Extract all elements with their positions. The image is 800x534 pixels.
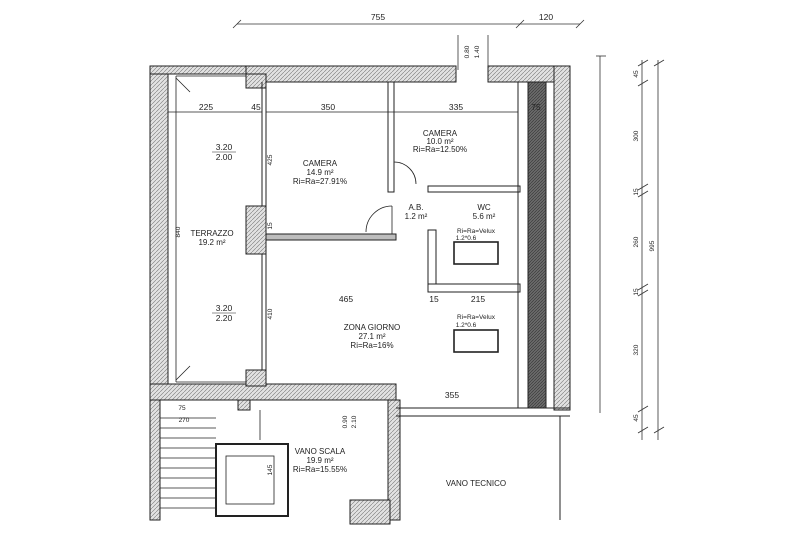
- top-dimension-lines: [232, 19, 585, 70]
- dim-350: 350: [321, 102, 335, 112]
- dimension-labels: 755 120 0.80 1.40 45 300 15 260 995 15 3…: [175, 12, 656, 475]
- exterior-walls: [149, 65, 571, 525]
- dim-270: 270: [179, 417, 190, 424]
- dim-top-120: 120: [539, 12, 553, 22]
- room-vano-tecnico-name: VANO TECNICO: [446, 479, 506, 488]
- dim-right-45a: 45: [633, 70, 640, 78]
- velux-window-1: [453, 241, 499, 265]
- room-vano-tecnico: VANO TECNICO: [446, 479, 506, 488]
- room-zona-giorno-name: ZONA GIORNO: [344, 323, 400, 332]
- room-camera-1-name: CAMERA: [303, 159, 338, 168]
- dim-right-15b: 15: [633, 288, 640, 296]
- room-ab: A.B. 1.2 m²: [405, 203, 428, 221]
- room-camera-2: CAMERA 10.0 m² Ri=Ra=12.50%: [413, 129, 467, 154]
- interior-walls: [261, 81, 570, 520]
- velux-1-size: 1.2*0.6: [456, 235, 477, 242]
- right-dimension-lines: [596, 55, 665, 440]
- dim-225: 225: [199, 102, 213, 112]
- dim-75: 75: [531, 102, 541, 112]
- dim-425: 425: [267, 154, 274, 165]
- dim-top-080: 0.80: [464, 45, 471, 58]
- room-zona-giorno-area: 27.1 m²: [358, 332, 385, 341]
- dim-335: 335: [449, 102, 463, 112]
- dim-75b: 75: [178, 405, 186, 412]
- room-vano-scala-name: VANO SCALA: [295, 447, 346, 456]
- room-ab-area: 1.2 m²: [405, 212, 428, 221]
- dim-15b: 15: [429, 294, 439, 304]
- room-wc-area: 5.6 m²: [473, 212, 496, 221]
- room-zona-giorno-ratio: Ri=Ra=16%: [350, 341, 393, 350]
- room-zona-giorno: ZONA GIORNO 27.1 m² Ri=Ra=16%: [344, 323, 400, 350]
- dim-15: 15: [267, 222, 274, 230]
- dim-45: 45: [251, 102, 261, 112]
- staircase: [159, 410, 289, 520]
- dim-right-995: 995: [649, 240, 656, 251]
- dim-145: 145: [267, 464, 274, 475]
- room-vano-scala: VANO SCALA 19.9 m² Ri=Ra=15.55%: [293, 447, 347, 474]
- velux-labels: Ri=Ra=Velux 1.2*0.6 Ri=Ra=Velux 1.2*0.6: [456, 228, 496, 329]
- door-camera2[interactable]: [393, 161, 417, 185]
- room-wc: WC 5.6 m²: [473, 203, 496, 221]
- window2-bottom: 2.20: [216, 313, 233, 323]
- dim-right-45b: 45: [633, 414, 640, 422]
- dim-right-300: 300: [633, 130, 640, 141]
- velux-2-label: Ri=Ra=Velux: [457, 314, 496, 321]
- dim-210: 2.10: [351, 415, 358, 428]
- room-terrazzo: TERRAZZO 19.2 m²: [190, 229, 233, 247]
- dim-right-260: 260: [633, 236, 640, 247]
- room-wc-name: WC: [477, 203, 491, 212]
- velux-1-label: Ri=Ra=Velux: [457, 228, 496, 235]
- dim-right-15a: 15: [633, 188, 640, 196]
- dim-465: 465: [339, 294, 353, 304]
- room-camera-2-ratio: Ri=Ra=12.50%: [413, 145, 467, 154]
- room-vano-scala-area: 19.9 m²: [306, 456, 333, 465]
- window-labels: 3.20 2.00 3.20 2.20: [212, 142, 236, 323]
- room-camera-1-ratio: Ri=Ra=27.91%: [293, 177, 347, 186]
- door-ab[interactable]: [365, 205, 393, 234]
- dim-top-755: 755: [371, 12, 385, 22]
- room-camera-2-area: 10.0 m²: [426, 137, 453, 146]
- dim-215: 215: [471, 294, 485, 304]
- dim-090: 0.90: [342, 415, 349, 428]
- terrace-outline: [168, 75, 518, 383]
- room-vano-scala-ratio: Ri=Ra=15.55%: [293, 465, 347, 474]
- room-camera-1: CAMERA 14.9 m² Ri=Ra=27.91%: [293, 159, 347, 186]
- dim-355: 355: [445, 390, 459, 400]
- velux-window-2: [453, 329, 499, 353]
- dim-top-140: 1.40: [474, 45, 481, 58]
- room-terrazzo-area: 19.2 m²: [198, 238, 225, 247]
- room-camera-1-area: 14.9 m²: [306, 168, 333, 177]
- window1-bottom: 2.00: [216, 152, 233, 162]
- room-camera-2-name: CAMERA: [423, 129, 458, 138]
- room-terrazzo-name: TERRAZZO: [190, 229, 233, 238]
- window2-top: 3.20: [216, 303, 233, 313]
- dim-410: 410: [267, 308, 274, 319]
- dim-right-320: 320: [633, 344, 640, 355]
- dim-840: 840: [175, 226, 182, 237]
- window1-top: 3.20: [216, 142, 233, 152]
- room-ab-name: A.B.: [408, 203, 423, 212]
- velux-2-size: 1.2*0.6: [456, 322, 477, 329]
